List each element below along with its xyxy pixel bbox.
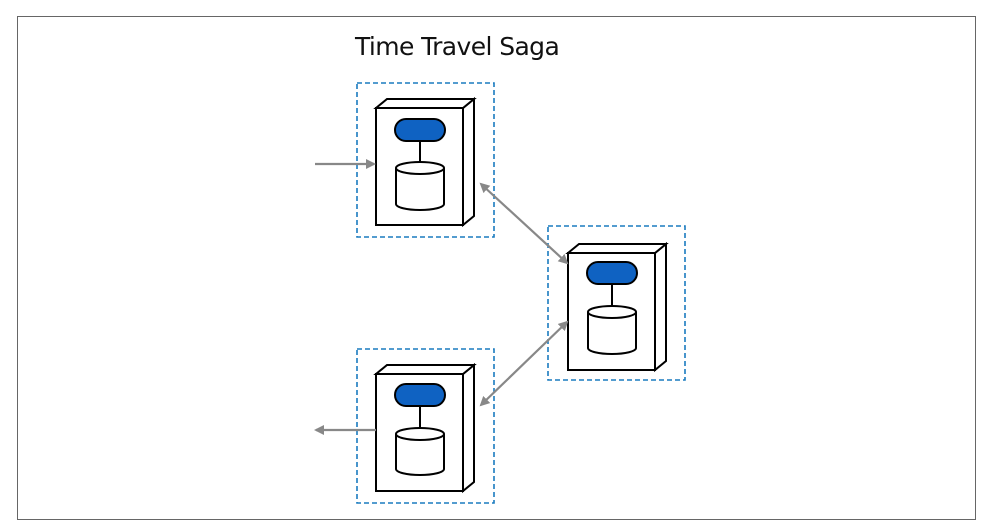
microservice-icon <box>373 362 477 494</box>
diagram-title: Time Travel Saga <box>355 32 560 61</box>
service-node-top <box>356 82 495 238</box>
service-node-right <box>547 225 686 381</box>
service-node-bottom <box>356 348 495 504</box>
service-logic-icon <box>394 383 446 407</box>
diagram-frame <box>17 16 976 520</box>
arrow-top-right-bidirectional <box>479 182 569 265</box>
service-logic-icon <box>586 261 638 285</box>
service-boundary <box>356 82 495 238</box>
microservice-icon <box>373 96 477 228</box>
database-icon <box>587 305 637 355</box>
service-boundary <box>356 348 495 504</box>
arrow-right-bottom-bidirectional <box>479 320 569 407</box>
service-logic-icon <box>394 118 446 142</box>
microservice-icon <box>565 241 669 373</box>
database-icon <box>395 161 445 211</box>
service-boundary <box>547 225 686 381</box>
database-icon <box>395 427 445 476</box>
